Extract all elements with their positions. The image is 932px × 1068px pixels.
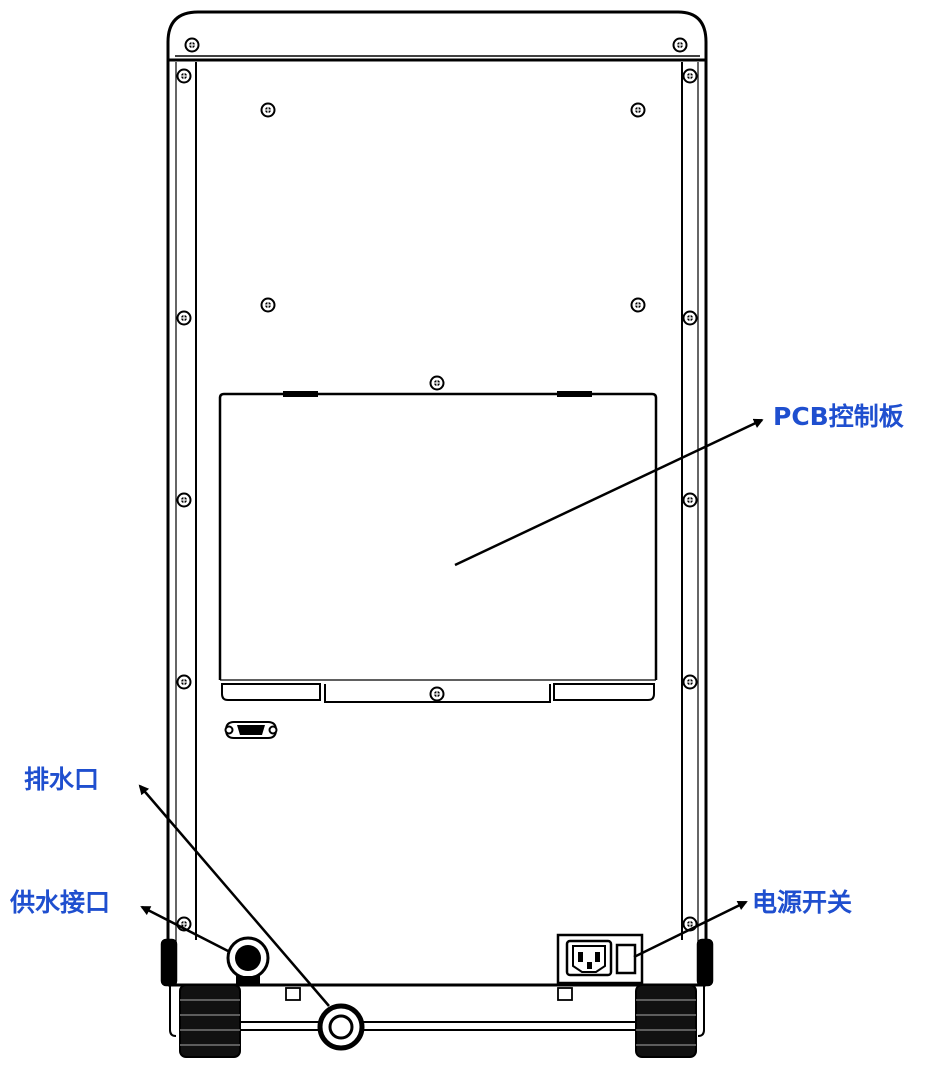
pcb-leader-arrow: [454, 418, 764, 567]
drain-port: [317, 1003, 365, 1051]
left-rail-screws: [176, 68, 192, 932]
water-supply-leader-arrow: [140, 905, 229, 953]
power-switch-leader-arrow: [633, 900, 748, 959]
drain-port-label: 排水口: [24, 765, 100, 794]
water-supply-port-label: 供水接口: [10, 888, 111, 917]
water-supply-connector: [226, 936, 270, 985]
pcb-cover-plate: [218, 391, 658, 703]
cabinet-body: [166, 10, 708, 985]
power-switch-label: 电源开关: [752, 888, 853, 917]
leader-lines: [138, 418, 764, 1007]
power-switch: [615, 943, 637, 975]
pcb-bottom-screw-icon: [429, 686, 445, 702]
pcb-board-label: PCB控制板: [773, 402, 904, 431]
panel-screws: [260, 102, 646, 391]
top-left-screw-icon: [184, 37, 200, 53]
serial-port-connector: [224, 721, 278, 739]
right-rail-screws: [682, 68, 698, 932]
right-wheel: [635, 984, 697, 1058]
top-right-screw-icon: [672, 37, 688, 53]
drain-leader-arrow: [138, 784, 330, 1007]
left-wheel: [179, 984, 241, 1058]
power-inlet-module: [556, 933, 644, 985]
